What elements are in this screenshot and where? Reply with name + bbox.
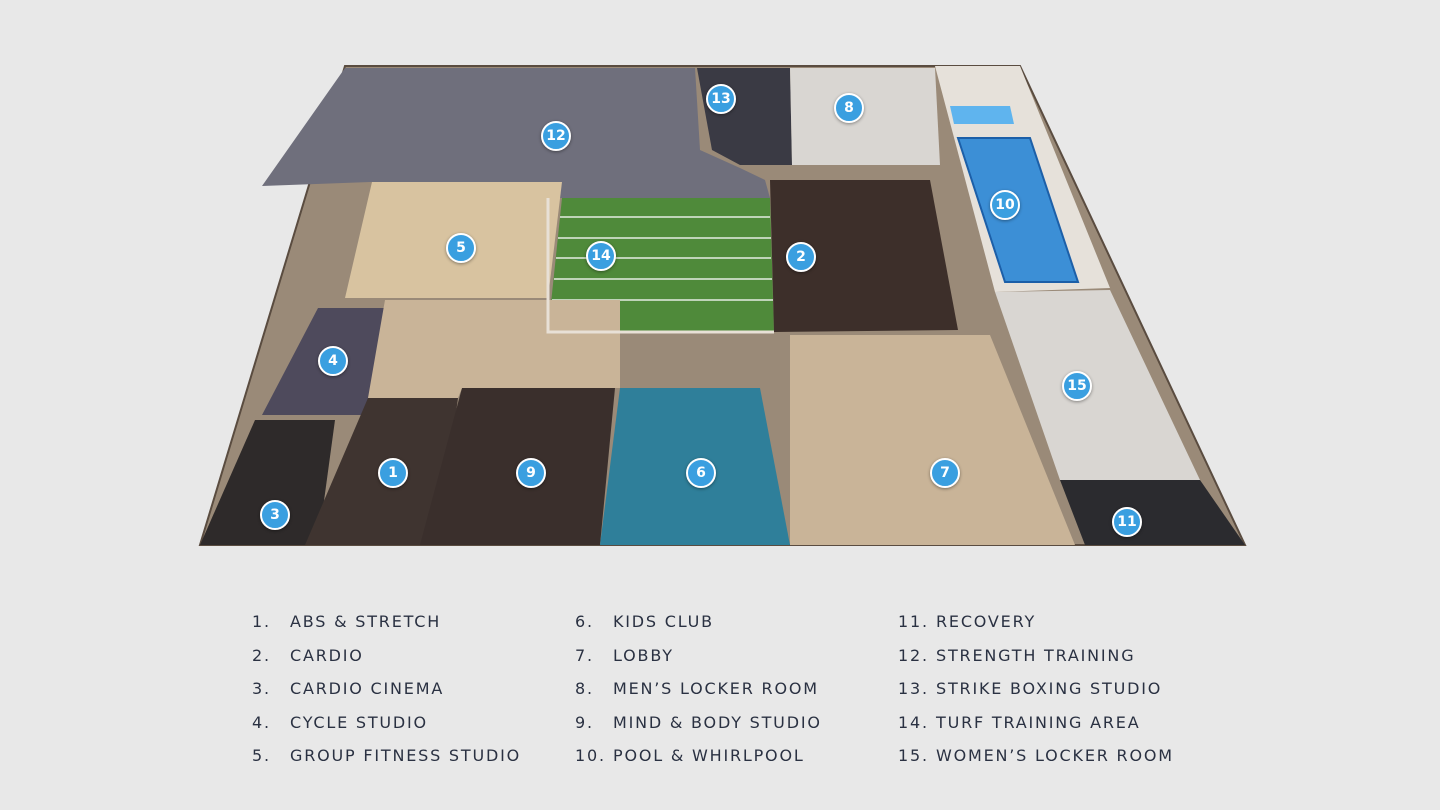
legend-label: RECOVERY <box>936 612 1037 631</box>
legend-label: CARDIO <box>290 645 364 665</box>
legend-item-11: 11. RECOVERY <box>898 612 1188 646</box>
legend-column-3: 11. RECOVERY 12. STRENGTH TRAINING 13. STRI… <box>898 612 1188 780</box>
legend-label: MIND & BODY STUDIO <box>613 712 822 732</box>
lobby-floor <box>790 335 1075 545</box>
legend-label: MEN’S LOCKER ROOM <box>613 679 819 699</box>
area-legend: 1. ABS & STRETCH 2. CARDIO 3. CARDIO CINEMA… <box>252 612 1188 780</box>
legend-label: TURF TRAINING AREA <box>936 712 1141 732</box>
legend-column-2: 6.KIDS CLUB 7.LOBBY 8.MEN’S LOCKER ROOM … <box>575 612 898 780</box>
map-pin-8[interactable]: 8 <box>834 93 864 123</box>
legend-number: 9. <box>575 712 594 732</box>
legend-number: 8. <box>575 679 594 699</box>
legend-item-10: 10. POOL & WHIRLPOOL <box>575 746 898 780</box>
legend-label: POOL & WHIRLPOOL <box>613 746 805 766</box>
legend-number: 13. <box>898 679 929 699</box>
map-pin-3[interactable]: 3 <box>260 500 290 530</box>
legend-number: 11. <box>898 612 929 631</box>
legend-item-2: 2. CARDIO <box>252 646 575 680</box>
legend-label: KIDS CLUB <box>613 612 714 631</box>
map-pin-10[interactable]: 10 <box>990 190 1020 220</box>
map-pin-15[interactable]: 15 <box>1062 371 1092 401</box>
strength-training-floor <box>262 68 770 198</box>
legend-item-4: 4. CYCLE STUDIO <box>252 713 575 747</box>
legend-number: 12. <box>898 645 929 665</box>
map-pin-12[interactable]: 12 <box>541 121 571 151</box>
legend-label: WOMEN’S LOCKER ROOM <box>936 746 1174 766</box>
legend-label: STRENGTH TRAINING <box>936 645 1136 665</box>
legend-item-7: 7. LOBBY <box>575 646 898 680</box>
map-pin-4[interactable]: 4 <box>318 346 348 376</box>
corridor-floor <box>368 300 620 398</box>
map-pin-1[interactable]: 1 <box>378 458 408 488</box>
cardio-cinema-floor <box>200 420 335 545</box>
legend-label: CARDIO CINEMA <box>290 679 445 699</box>
legend-column-1: 1. ABS & STRETCH 2. CARDIO 3. CARDIO CINEMA… <box>252 612 575 780</box>
legend-label: ABS & STRETCH <box>290 612 442 631</box>
legend-item-12: 12. STRENGTH TRAINING <box>898 646 1188 680</box>
legend-item-6: 6. KIDS CLUB <box>575 612 898 646</box>
legend-item-8: 8. MEN’S LOCKER ROOM <box>575 679 898 713</box>
legend-number: 2. <box>252 645 271 665</box>
map-pin-5[interactable]: 5 <box>446 233 476 263</box>
legend-number: 7. <box>575 645 594 665</box>
legend-number: 6. <box>575 612 594 631</box>
legend-item-1: 1. ABS & STRETCH <box>252 612 575 646</box>
turf-floor <box>548 198 774 332</box>
legend-item-15: 15. WOMEN’S LOCKER ROOM <box>898 746 1188 780</box>
whirlpool-water <box>950 106 1014 124</box>
legend-item-9: 9. MIND & BODY STUDIO <box>575 713 898 747</box>
legend-number: 10. <box>575 746 606 766</box>
map-pin-6[interactable]: 6 <box>686 458 716 488</box>
map-pin-14[interactable]: 14 <box>586 241 616 271</box>
legend-label: CYCLE STUDIO <box>290 712 428 732</box>
inner-walls <box>546 198 774 334</box>
turf-lines <box>552 216 773 301</box>
legend-item-14: 14. TURF TRAINING AREA <box>898 713 1188 747</box>
map-pin-11[interactable]: 11 <box>1112 507 1142 537</box>
legend-number: 15. <box>898 746 929 766</box>
womens-locker-floor <box>995 290 1200 480</box>
legend-item-3: 3. CARDIO CINEMA <box>252 679 575 713</box>
legend-label: GROUP FITNESS STUDIO <box>290 746 521 766</box>
map-pin-2[interactable]: 2 <box>786 242 816 272</box>
legend-number: 4. <box>252 712 271 732</box>
legend-number: 3. <box>252 679 271 699</box>
legend-item-13: 13. STRIKE BOXING STUDIO <box>898 679 1188 713</box>
legend-number: 5. <box>252 746 271 766</box>
cardio-floor <box>770 180 958 332</box>
legend-item-5: 5. GROUP FITNESS STUDIO <box>252 746 575 780</box>
legend-number: 1. <box>252 612 271 631</box>
map-pin-7[interactable]: 7 <box>930 458 960 488</box>
legend-number: 14. <box>898 712 929 732</box>
mens-locker-floor <box>790 68 940 165</box>
map-pin-13[interactable]: 13 <box>706 84 736 114</box>
recovery-floor <box>1060 480 1245 545</box>
legend-label: LOBBY <box>613 645 674 665</box>
legend-label: STRIKE BOXING STUDIO <box>936 679 1163 699</box>
map-pin-9[interactable]: 9 <box>516 458 546 488</box>
